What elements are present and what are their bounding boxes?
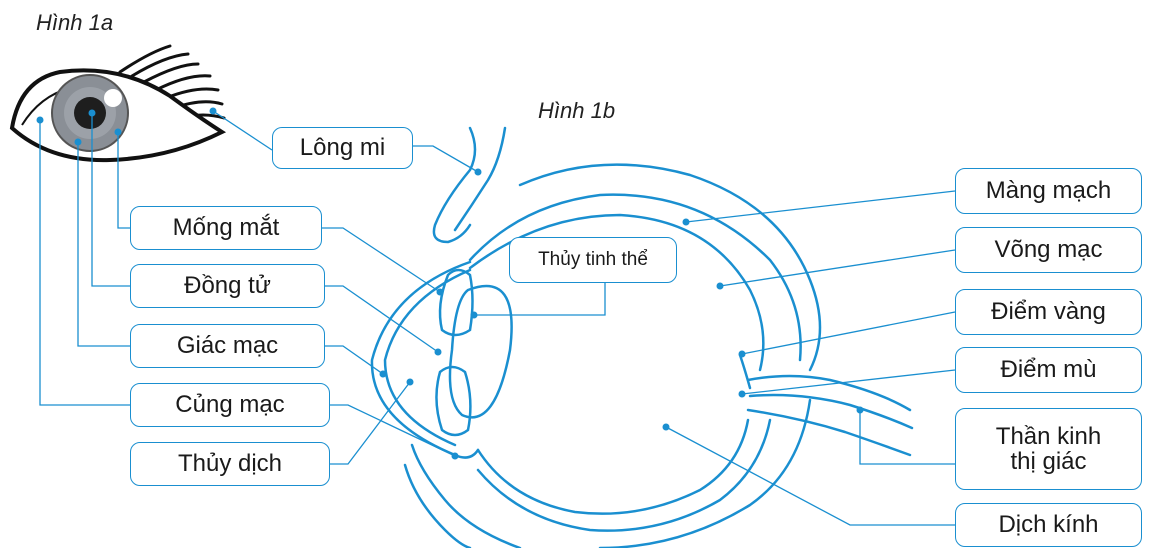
eye-cross-section — [370, 126, 914, 548]
label-than-kinh-thi-giac: Thần kinh thị giác — [955, 408, 1142, 490]
label-than-kinh-line1: Thần kinh — [995, 422, 1102, 450]
label-diem-vang: Điểm vàng — [955, 289, 1142, 335]
label-thuy-dich: Thủy dịch — [130, 442, 330, 486]
label-cung-mac: Củng mạc — [130, 383, 330, 427]
leader-lines — [39, 110, 956, 526]
iris-section-top — [438, 268, 474, 337]
iris-section-bottom — [435, 365, 472, 437]
figure-1a-title: Hình 1a — [36, 10, 114, 35]
pointer-dots — [36, 107, 864, 460]
label-dong-tu: Đồng tử — [130, 264, 325, 308]
label-mang-mach: Màng mạch — [955, 168, 1142, 214]
cornea — [370, 260, 480, 459]
upper-eyelid — [432, 126, 477, 244]
label-long-mi: Lông mi — [272, 127, 413, 169]
label-thuy-tinh-the: Thủy tinh thể — [509, 237, 677, 283]
sclera-outer — [518, 163, 822, 372]
label-diem-mu: Điểm mù — [955, 347, 1142, 393]
lens — [448, 284, 513, 419]
eye-highlight — [104, 89, 122, 107]
label-dich-kinh: Dịch kính — [955, 503, 1142, 547]
label-than-kinh-line2: thị giác — [1010, 448, 1087, 475]
label-giac-mac: Giác mạc — [130, 324, 325, 368]
label-vong-mac: Võng mạc — [955, 227, 1142, 273]
figure-1b-title: Hình 1b — [538, 98, 616, 123]
label-mong-mat: Mống mắt — [130, 206, 322, 250]
optic-nerve — [746, 374, 912, 412]
